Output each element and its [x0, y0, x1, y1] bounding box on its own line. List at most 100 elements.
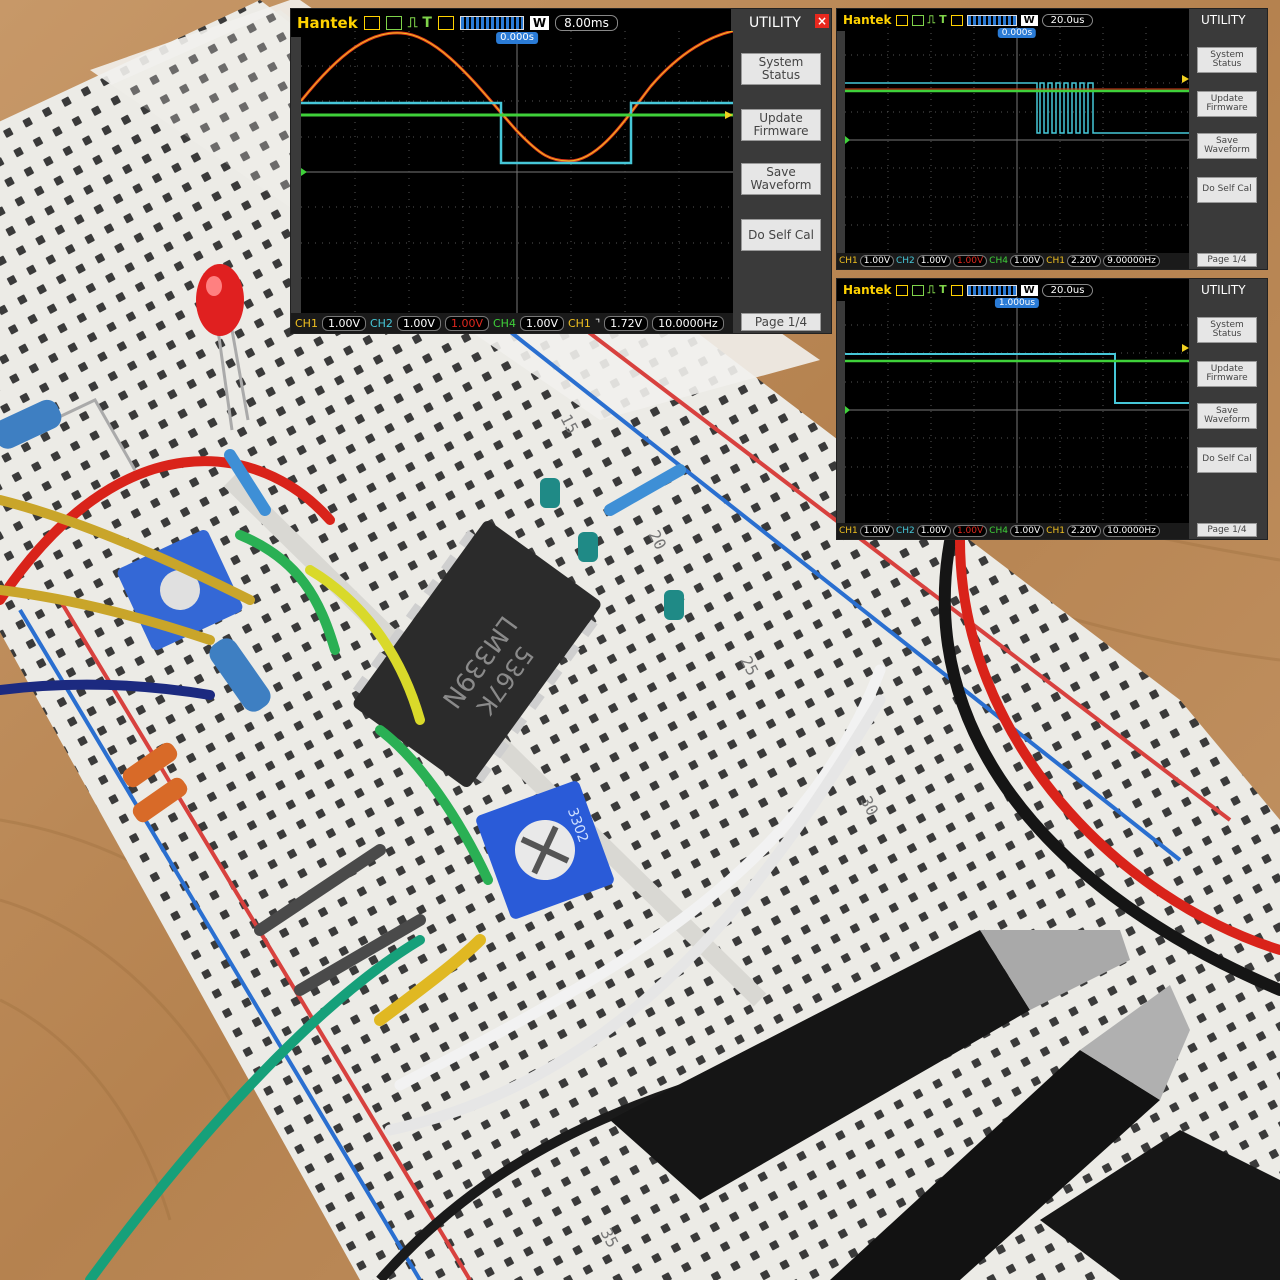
ch1-label: CH1 — [839, 256, 858, 266]
grid — [301, 31, 733, 313]
close-icon[interactable]: × — [815, 14, 829, 28]
trigger-icon[interactable]: ⎍ T — [407, 15, 432, 31]
page-button[interactable]: Page 1/4 — [1197, 253, 1257, 267]
ch1-volts[interactable]: 1.00V — [859, 255, 894, 267]
ch2-volts[interactable]: 1.00V — [916, 525, 951, 537]
save-waveform-button[interactable]: Save Waveform — [1197, 403, 1257, 429]
update-firmware-button[interactable]: Update Firmware — [741, 109, 821, 141]
page-button[interactable]: Page 1/4 — [741, 313, 821, 331]
scope-panel-3: Hantek ⎍ T W 20.0us UTILITY 1.000us Sy — [836, 278, 1268, 540]
save-disk-icon[interactable] — [950, 284, 963, 296]
trigger-position-label: 0.000s — [997, 28, 1037, 38]
cursor-icon[interactable] — [911, 284, 924, 296]
jumper-wires — [0, 449, 1280, 1280]
system-status-button[interactable]: System Status — [1197, 317, 1257, 343]
cursor-icon[interactable] — [911, 14, 924, 26]
cursor-icon[interactable] — [385, 16, 402, 30]
trigger-icon[interactable]: ⎍ T — [927, 283, 947, 296]
trigger-level-marker — [725, 111, 733, 119]
save-disk-icon[interactable] — [437, 16, 454, 30]
trimmer-pot-lower: 3302 — [476, 781, 614, 919]
brand-logo: Hantek — [843, 283, 892, 297]
ch3-volts[interactable]: 1.00V — [444, 315, 489, 331]
ground-marker — [301, 168, 307, 176]
falling-edge-icon: ⌝ — [594, 316, 601, 330]
trigger-source: CH1 — [1046, 256, 1065, 266]
ch4-volts[interactable]: 1.00V — [1009, 525, 1045, 537]
trigger-source: CH1 — [567, 316, 591, 330]
utility-menu: System Status Update Firmware Save Wavef… — [1187, 31, 1267, 269]
ch2-label: CH2 — [895, 256, 915, 266]
display-mode-icon[interactable] — [363, 16, 380, 30]
ch2-volts[interactable]: 1.00V — [916, 255, 951, 267]
brand-logo: Hantek — [843, 13, 892, 27]
trigger-level[interactable]: 2.20V — [1066, 525, 1102, 537]
waveform-screen: 0.000s — [845, 27, 1189, 253]
ch1-volts[interactable]: 1.00V — [859, 525, 894, 537]
system-status-button[interactable]: System Status — [1197, 47, 1257, 73]
ch1-volts[interactable]: 1.00V — [321, 315, 366, 331]
ch1-sine-highlight — [301, 31, 733, 162]
ch4-volts[interactable]: 1.00V — [519, 315, 564, 331]
utility-menu: System Status Update Firmware Save Wavef… — [731, 37, 831, 333]
scope-toolbar: Hantek ⎍ T W 20.0us — [837, 9, 1189, 31]
update-firmware-button[interactable]: Update Firmware — [1197, 91, 1257, 117]
diodes — [122, 742, 188, 823]
ch4-label: CH4 — [989, 256, 1008, 266]
frequency-readout: 10.0000Hz — [652, 315, 724, 331]
grid — [845, 27, 1189, 253]
memory-depth-bar — [459, 16, 524, 30]
save-disk-icon[interactable] — [950, 14, 963, 26]
channel-status-bar: CH1 1.00V CH2 1.00V 1.00V CH4 1.00V CH1 … — [837, 253, 1189, 269]
memory-depth-bar — [966, 284, 1017, 296]
ch1-label: CH1 — [839, 526, 858, 536]
timebase-readout[interactable]: 20.0us — [1041, 283, 1094, 297]
ch2-step-trace — [845, 353, 1189, 404]
channel-status-bar: CH1 1.00V CH2 1.00V 1.00V CH4 1.00V CH1 … — [291, 313, 733, 333]
scope-panel-1: Hantek ⎍ T W 8.00ms UTILITY × 0.0 — [290, 8, 832, 334]
waveform-screen: 0.000s — [301, 31, 733, 313]
power-rails — [18, 278, 1232, 1280]
self-cal-button[interactable]: Do Self Cal — [1197, 447, 1257, 473]
trigger-icon[interactable]: ⎍ T — [927, 13, 947, 26]
grid — [845, 297, 1189, 523]
memory-depth-bar — [966, 14, 1017, 26]
menu-title: UTILITY — [1201, 13, 1246, 27]
window-label: W — [529, 16, 550, 30]
ch2-label: CH2 — [895, 526, 915, 536]
save-waveform-button[interactable]: Save Waveform — [741, 163, 821, 195]
timebase-readout[interactable]: 20.0us — [1041, 13, 1094, 27]
self-cal-button[interactable]: Do Self Cal — [741, 219, 821, 251]
ch3-volts[interactable]: 1.00V — [952, 525, 988, 537]
self-cal-button[interactable]: Do Self Cal — [1197, 177, 1257, 203]
ch4-volts[interactable]: 1.00V — [1009, 255, 1045, 267]
system-status-button[interactable]: System Status — [741, 53, 821, 85]
page-button[interactable]: Page 1/4 — [1197, 523, 1257, 537]
display-mode-icon[interactable] — [895, 284, 908, 296]
waveform-screen: 1.000us — [845, 297, 1189, 523]
trigger-level-marker — [1182, 344, 1189, 352]
window-label: W — [1020, 14, 1038, 26]
trigger-level[interactable]: 1.72V — [604, 315, 649, 331]
ground-marker — [845, 406, 850, 414]
channel-status-bar: CH1 1.00V CH2 1.00V 1.00V CH4 1.00V CH1 … — [837, 523, 1189, 539]
ch4-label: CH4 — [493, 316, 516, 330]
ground-marker — [845, 136, 850, 144]
red-led — [196, 264, 250, 431]
save-waveform-button[interactable]: Save Waveform — [1197, 133, 1257, 159]
trigger-level[interactable]: 2.20V — [1066, 255, 1102, 267]
ch3-volts[interactable]: 1.00V — [952, 255, 988, 267]
frequency-readout: 9.00000Hz — [1103, 255, 1160, 267]
brand-logo: Hantek — [297, 14, 358, 32]
trigger-position-label: 1.000us — [994, 298, 1040, 308]
resistor-top-left — [0, 398, 137, 471]
display-mode-icon[interactable] — [895, 14, 908, 26]
trigger-source: CH1 — [1046, 526, 1065, 536]
update-firmware-button[interactable]: Update Firmware — [1197, 361, 1257, 387]
utility-menu: System Status Update Firmware Save Wavef… — [1187, 301, 1267, 539]
timebase-readout[interactable]: 8.00ms — [555, 15, 618, 31]
ch2-volts[interactable]: 1.00V — [396, 315, 441, 331]
scope-toolbar: Hantek ⎍ T W 20.0us — [837, 279, 1189, 301]
ceramic-capacitors — [540, 478, 684, 620]
resistor-middle — [209, 638, 271, 712]
